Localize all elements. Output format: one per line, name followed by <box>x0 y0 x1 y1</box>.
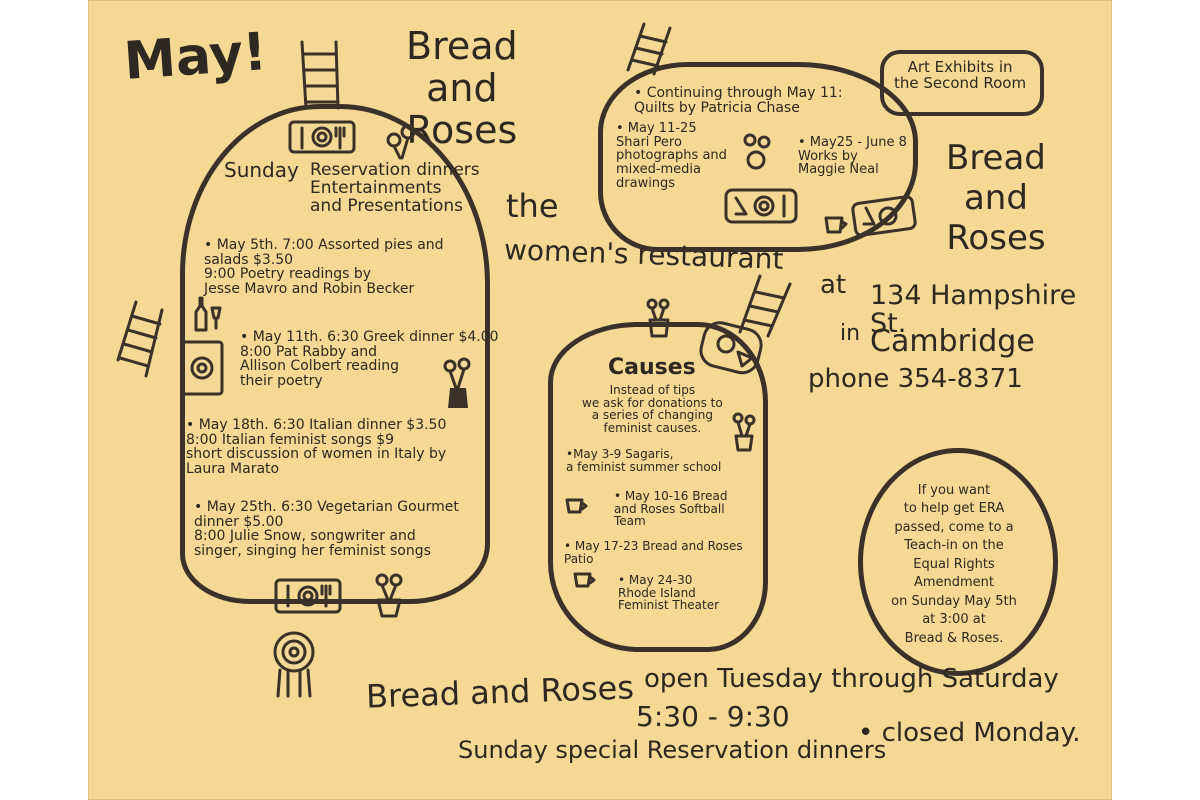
poster: May! Bread and Roses the women's restaur… <box>88 0 1112 800</box>
sunday-event-may11: • May 11th. 6:30 Greek dinner $4.00 8:00… <box>240 329 499 390</box>
era-circle <box>858 448 1058 676</box>
sunday-event-may5: • May 5th. 7:00 Assorted pies and salads… <box>204 237 444 298</box>
flower-icon <box>386 124 416 160</box>
sunday-event-may18: • May 18th. 6:30 Italian dinner $3.50 8:… <box>186 417 447 478</box>
art-item-quilts: • Continuing through May 11: Quilts by P… <box>634 85 843 116</box>
place-setting-icon <box>288 120 356 154</box>
footer-brand: Bread and Roses <box>365 668 635 716</box>
sunday-day-label: Sunday <box>224 158 299 182</box>
address-street: 134 Hampshire St. <box>870 280 1077 340</box>
cup-icon <box>824 216 848 234</box>
address-phone: phone 354-8371 <box>808 364 1023 394</box>
art-item-shari-pero: • May 11-25 Shari Pero photographs and m… <box>616 121 727 191</box>
causes-item-sagaris: •May 3-9 Sagaris, a feminist summer scho… <box>566 447 722 474</box>
causes-heading: Causes <box>608 355 696 380</box>
address-city: Cambridge <box>870 324 1035 359</box>
art-exhibits-label-box <box>880 50 1044 116</box>
title-bread-and-roses: Bread and Roses <box>406 24 518 152</box>
footer-closed: • closed Monday. <box>858 718 1081 748</box>
address-in: in <box>840 321 861 346</box>
vase-icon <box>732 412 756 452</box>
place-setting-icon <box>699 321 763 375</box>
stool-icon <box>273 631 315 698</box>
place-setting-icon <box>724 188 798 224</box>
address-at: at <box>820 270 847 300</box>
causes-box <box>548 322 768 652</box>
cup-icon <box>565 498 588 514</box>
vase-icon <box>443 357 471 408</box>
art-exhibits-box <box>598 62 918 252</box>
art-exhibits-label: Art Exhibits in the Second Room <box>894 58 1027 92</box>
causes-item-patio: • May 17-23 Bread and Roses Patio <box>564 539 743 566</box>
footer-hours: 5:30 - 9:30 <box>636 700 790 733</box>
sunday-event-may25: • May 25th. 6:30 Vegetarian Gourmet dinn… <box>194 499 459 560</box>
footer-sunday: Sunday special Reservation dinners <box>458 736 887 764</box>
ladder-icon <box>116 300 164 378</box>
bottle-icon <box>194 296 222 332</box>
causes-item-softball: • May 10-16 Bread and Roses Softball Tea… <box>614 489 728 529</box>
ladder-icon <box>738 274 792 338</box>
left-margin <box>0 0 88 800</box>
right-margin <box>1112 0 1200 800</box>
place-setting-icon <box>274 578 342 614</box>
era-text: If you want to help get ERA passed, come… <box>891 483 1017 646</box>
art-item-maggie-neal: • May25 - June 8 Works by Maggie Neal <box>798 135 907 178</box>
ladder-icon <box>300 40 340 110</box>
vase-icon <box>375 573 403 618</box>
ladder-icon <box>626 22 672 76</box>
subtitle-the: the <box>506 187 559 225</box>
flower-icon <box>743 133 771 170</box>
vase-icon <box>646 298 670 338</box>
cup-icon <box>573 572 596 588</box>
causes-intro: Instead of tips we ask for donations to … <box>582 383 723 435</box>
plate-icon <box>180 340 224 396</box>
right-bread-and-roses: Bread and Roses <box>946 138 1046 259</box>
causes-item-theater: • May 24-30 Rhode Island Feminist Theate… <box>618 573 720 613</box>
sunday-heading: Reservation dinners Entertainments and P… <box>310 160 480 216</box>
place-setting-icon <box>851 195 917 237</box>
may-heading: May! <box>122 22 269 92</box>
footer-open-days: open Tuesday through Saturday <box>644 664 1059 694</box>
